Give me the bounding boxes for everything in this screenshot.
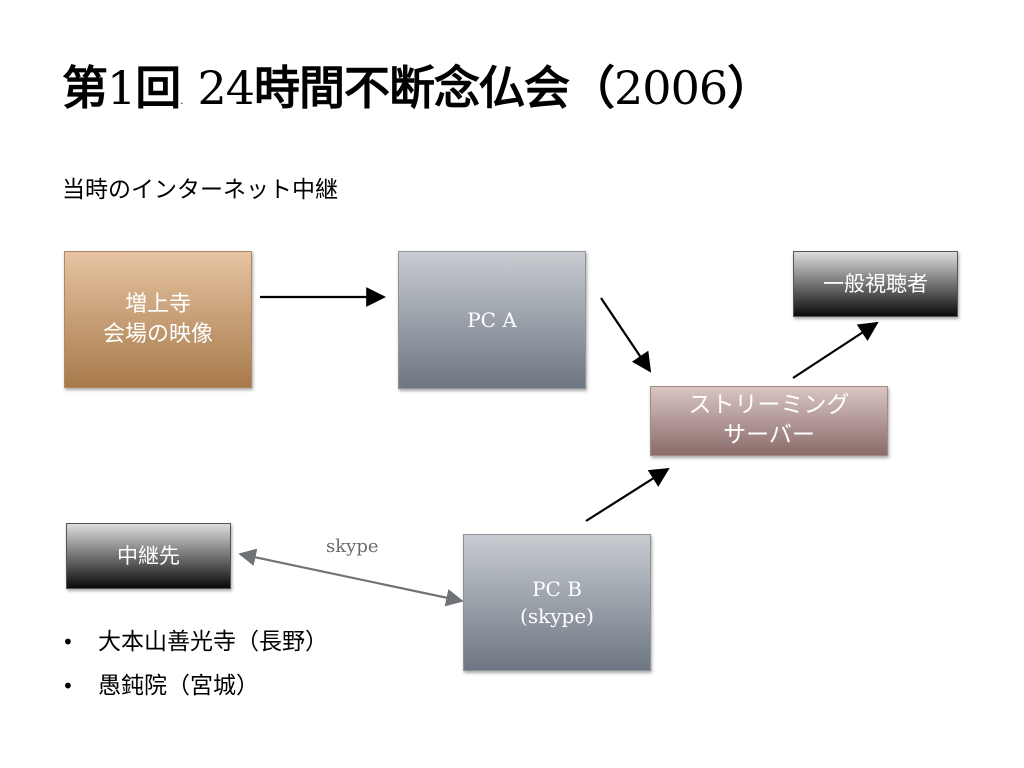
list-item: • 大本山善光寺（長野） <box>62 620 328 664</box>
title-number: 1 <box>107 61 136 115</box>
title-number-24: 24 <box>197 61 255 115</box>
node-venue-video: 増上寺 会場の映像 <box>64 251 252 388</box>
title-year: 2006 <box>614 61 728 115</box>
list-item-text: 大本山善光寺（長野） <box>98 629 328 655</box>
slide-title: 第1回. 24時間不断念仏会（2006） <box>62 52 773 118</box>
arrow-pca-to-server <box>600 297 652 373</box>
arrow-server-to-viewer <box>792 321 879 379</box>
title-main: 時間不断念仏会（ <box>254 61 615 115</box>
node-pc-a: PC A <box>398 251 586 389</box>
relay-destination-list: • 大本山善光寺（長野） • 愚鈍院（宮城） <box>62 620 328 708</box>
node-pc-b: PC B (skype) <box>463 534 651 671</box>
skype-edge-label: skype <box>326 536 379 557</box>
node-general-viewers: 一般視聴者 <box>793 251 958 317</box>
title-marker: . <box>180 96 183 107</box>
title-suffix: ） <box>727 61 773 115</box>
title-prefix: 第 <box>62 61 108 115</box>
slide-subtitle: 当時のインターネット中継 <box>62 177 338 203</box>
bullet-dot: • <box>62 630 74 654</box>
node-streaming-server: ストリーミング サーバー <box>650 386 888 456</box>
bullet-dot: • <box>62 674 74 698</box>
arrow-skype-relay-pcb <box>238 548 464 607</box>
title-mid: 回 <box>135 61 181 115</box>
arrow-pcb-to-server <box>585 467 670 522</box>
list-item: • 愚鈍院（宮城） <box>62 664 328 708</box>
list-item-text: 愚鈍院（宮城） <box>98 673 259 699</box>
node-relay-destination: 中継先 <box>66 523 231 589</box>
